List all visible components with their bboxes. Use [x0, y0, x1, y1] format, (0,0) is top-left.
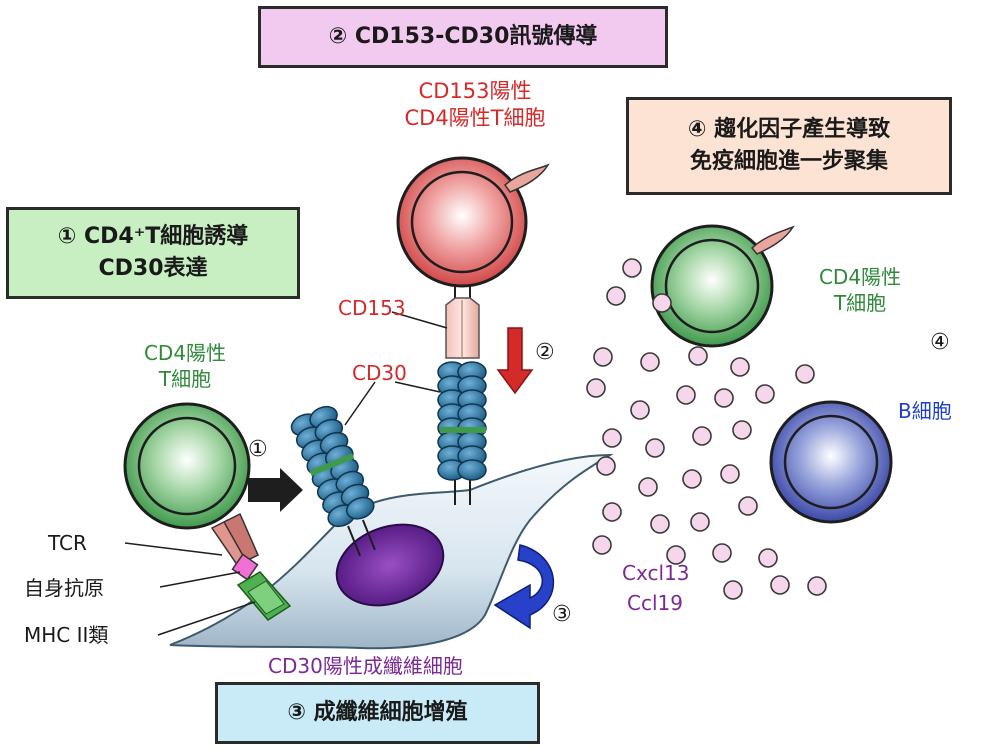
cd153-positive-line2: CD4陽性T細胞	[404, 106, 546, 131]
cd4-left-label: CD4陽性 T細胞	[110, 340, 260, 392]
chemokine-dot	[645, 438, 665, 458]
box2-text: ② CD153-CD30訊號傳導	[328, 24, 598, 50]
chemokine-dot	[592, 535, 612, 555]
marker-2: ②	[535, 340, 555, 365]
arrow-1	[248, 468, 303, 512]
chemokine-dot	[692, 426, 712, 446]
marker-3: ③	[552, 602, 572, 627]
box4-line1: ④ 趨化因子產生導致	[687, 117, 891, 143]
chemokine-dot	[730, 357, 750, 377]
arrow-2-down	[496, 327, 534, 395]
cd4-right-line2: T細胞	[833, 291, 887, 315]
fibroblast-label: CD30陽性成纖維細胞	[268, 654, 463, 678]
chemokine-dot	[606, 286, 626, 306]
box3-text: ③ 成纖維細胞增殖	[287, 700, 468, 726]
ccl19-label: Ccl19	[627, 591, 683, 615]
chemokine-dot	[630, 400, 650, 420]
chemokine-dot	[755, 384, 775, 404]
box-chemokine-recruitment: ④ 趨化因子產生導致 免疫細胞進一步聚集	[626, 97, 952, 195]
chemokine-dot	[712, 543, 732, 563]
cd4-left-line1: CD4陽性	[143, 341, 227, 365]
cd153-ligand	[445, 284, 480, 359]
cd4-left-line2: T細胞	[158, 367, 212, 391]
box4-line2: 免疫細胞進一步聚集	[689, 149, 888, 174]
cd30-label: CD30	[352, 361, 407, 385]
box-fibroblast-proliferation: ③ 成纖維細胞增殖	[215, 682, 540, 744]
chemokine-dot	[714, 388, 734, 408]
chemokine-dot	[602, 428, 622, 448]
cxcl13-label: Cxcl13	[622, 561, 690, 585]
chemokine-dot	[586, 378, 606, 398]
cd4-t-cell-left	[123, 402, 251, 530]
chemokine-dot	[738, 496, 758, 516]
chemokine-dot	[640, 352, 660, 372]
leader-lines	[124, 311, 448, 636]
chemokine-dot	[676, 385, 696, 405]
b-cell-label: B細胞	[898, 399, 952, 423]
chemokine-dot	[720, 464, 740, 484]
cd153-positive-label: CD153陽性 CD4陽性T細胞	[380, 78, 570, 133]
cd153-label: CD153	[338, 296, 406, 320]
chemokine-dot	[666, 545, 686, 565]
chemokine-dot	[732, 420, 752, 440]
cd153-positive-t-cell	[396, 156, 528, 288]
b-cell	[769, 400, 893, 524]
chemokine-dot	[807, 576, 827, 596]
self-antigen-label: 自身抗原	[24, 576, 104, 600]
chemokine-dot	[638, 477, 658, 497]
cd4-right-line1: CD4陽性	[818, 265, 902, 289]
chemokine-dot	[593, 347, 613, 367]
box-cd153-cd30-signaling: ② CD153-CD30訊號傳導	[258, 6, 668, 68]
box1-line1: ① CD4⁺T細胞誘導	[57, 224, 249, 250]
chemokine-dot	[682, 469, 702, 489]
cd4-right-label: CD4陽性 T細胞	[785, 264, 935, 316]
cd4-t-cell-right	[650, 224, 774, 348]
self-antigen-marker	[231, 553, 259, 581]
chemokine-dot	[650, 514, 670, 534]
chemokine-dot	[770, 575, 790, 595]
chemokine-dot	[688, 346, 708, 366]
marker-1: ①	[248, 437, 268, 462]
arrow-3-curved	[493, 544, 555, 630]
chemokine-dot	[622, 258, 642, 278]
chemokine-dot	[723, 580, 743, 600]
fibroblast-nucleus	[335, 523, 445, 607]
box-cd4-induction: ① CD4⁺T細胞誘導 CD30表達	[6, 207, 300, 299]
cd30-receptor-left	[290, 405, 376, 557]
chemokine-dot	[795, 364, 815, 384]
box1-line2: CD30表達	[98, 256, 208, 281]
tcr-label: TCR	[48, 531, 87, 555]
chemokine-dot	[690, 512, 710, 532]
chemokine-dot	[596, 456, 616, 476]
cd30-bead	[457, 459, 487, 481]
chemokine-dots	[586, 258, 827, 600]
cd30-receptor-center	[437, 361, 487, 505]
marker-4: ④	[930, 330, 950, 355]
chemokine-dot	[758, 548, 778, 568]
chemokine-dot	[652, 293, 672, 313]
mhc-label: MHC II類	[24, 623, 109, 647]
cd153-positive-line1: CD153陽性	[418, 79, 532, 103]
chemokine-dot	[602, 502, 622, 522]
cd30-bead	[345, 496, 375, 520]
